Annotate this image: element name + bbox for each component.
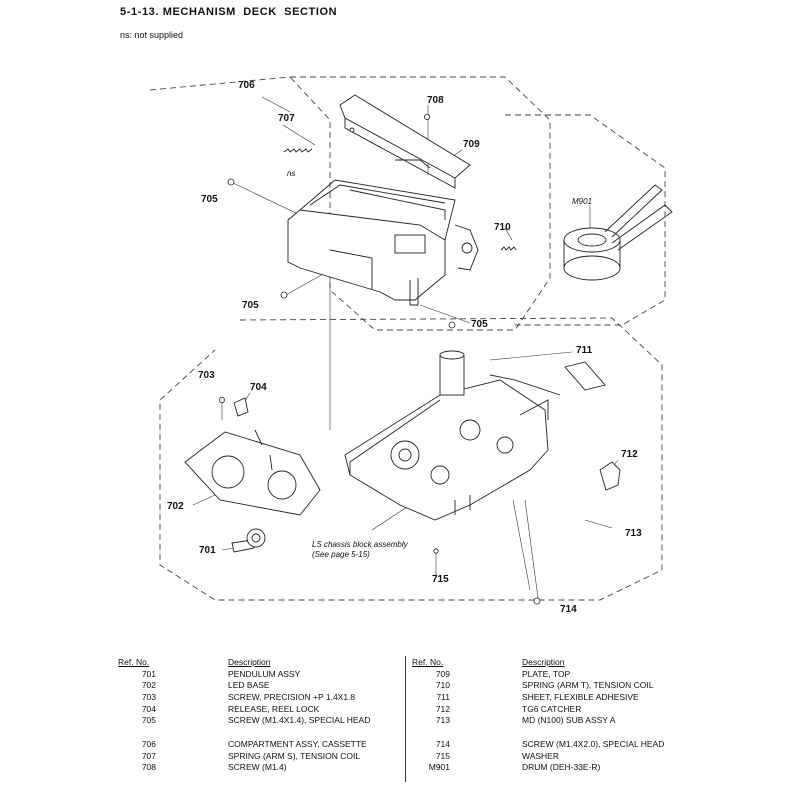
callout-708: 708 [427, 95, 444, 106]
part-ref: M901 [428, 762, 450, 773]
part-ref: 705 [141, 715, 156, 726]
callout-706: 706 [238, 80, 255, 91]
part-ref: 703 [141, 692, 156, 703]
part-desc: WASHER [522, 750, 559, 761]
part-ref: 701 [141, 668, 156, 679]
callout-714: 714 [560, 604, 577, 615]
left-group-outline [149, 76, 291, 91]
exploded-diagram: 706 707 708 709 705 ns 710 M901 705 705 … [149, 76, 673, 615]
top-plate [339, 94, 471, 189]
callout-m901: M901 [572, 197, 592, 206]
callout-ns: ns [287, 169, 295, 178]
part-ref: 715 [435, 750, 450, 761]
pendulum-701 [231, 528, 266, 553]
part-ref: 706 [141, 738, 156, 749]
led-base [184, 429, 321, 516]
description-header: Description [522, 657, 565, 667]
ls-chassis-label-line1: LS chassis block assembly [312, 540, 409, 549]
callout-711: 711 [576, 345, 593, 356]
part-desc: SCREW, PRECISION +P 1.4X1.8 [228, 692, 356, 703]
part-desc: TG6 CATCHER [522, 703, 582, 714]
reel-lock-704 [233, 397, 249, 417]
part-desc: COMPARTMENT ASSY, CASSETTE [228, 738, 367, 749]
part-ref: 702 [141, 680, 156, 691]
callout-703: 703 [198, 370, 215, 381]
ref-no-header: Ref. No. [412, 657, 444, 667]
part-desc: SHEET, FLEXIBLE ADHESIVE [522, 692, 639, 703]
callout-713: 713 [625, 528, 642, 539]
callout-701: 701 [199, 545, 216, 556]
screws [218, 114, 541, 605]
cassette-group-outline [288, 76, 551, 331]
catcher-712 [599, 461, 621, 491]
spring-710 [500, 246, 517, 251]
table-divider [405, 656, 406, 782]
callout-705-c: 705 [471, 319, 488, 330]
part-desc: LED BASE [228, 680, 270, 691]
ref-no-header: Ref. No. [118, 657, 150, 667]
callout-704: 704 [250, 382, 267, 393]
part-ref: 712 [435, 703, 450, 714]
sheet-711 [564, 361, 606, 391]
spring-707 [283, 148, 313, 153]
ls-chassis [344, 350, 561, 521]
part-desc: MD (N100) SUB ASSY A [522, 715, 616, 726]
part-desc: SCREW (M1.4X1.4), SPECIAL HEAD [228, 715, 371, 726]
drum-m901 [563, 184, 673, 281]
part-ref: 711 [436, 692, 450, 703]
callout-705-a: 705 [201, 194, 218, 205]
part-desc: PENDULUM ASSY [228, 668, 301, 679]
part-desc: SPRING (ARM S), TENSION COIL [228, 750, 361, 761]
part-desc: SPRING (ARM T), TENSION COIL [522, 680, 654, 691]
drum-group-outline [505, 114, 666, 326]
description-header: Description [228, 657, 271, 667]
part-ref: 713 [435, 715, 450, 726]
callout-707: 707 [278, 113, 295, 124]
part-desc: SCREW (M1.4X2.0), SPECIAL HEAD [522, 738, 665, 749]
callout-715: 715 [432, 574, 449, 585]
main-group-outline [159, 317, 663, 601]
callout-710: 710 [494, 222, 511, 233]
part-ref: 708 [141, 762, 156, 773]
not-supplied-note: ns: not supplied [120, 30, 184, 40]
part-ref: 710 [435, 680, 450, 691]
parts-table-left: Ref. No. Description 701 PENDULUM ASSY 70… [118, 657, 370, 774]
parts-table-right: Ref. No. Description 709 PLATE, TOP 710 SP… [412, 657, 664, 774]
part-desc: PLATE, TOP [522, 668, 571, 679]
callout-702: 702 [167, 501, 184, 512]
part-ref: 707 [141, 750, 156, 761]
part-desc: DRUM (DEH-33E-R) [522, 762, 601, 773]
part-desc: SCREW (M1.4) [228, 762, 287, 773]
page-title: 5-1-13. MECHANISM DECK SECTION [120, 6, 338, 18]
callout-709: 709 [463, 139, 480, 150]
part-desc: RELEASE, REEL LOCK [228, 703, 320, 714]
part-ref: 704 [141, 703, 156, 714]
ls-chassis-label-line2: (See page 5-15) [312, 550, 370, 559]
callout-712: 712 [621, 449, 638, 460]
cassette-compartment [287, 179, 479, 306]
part-ref: 714 [435, 738, 450, 749]
callout-705-b: 705 [242, 300, 259, 311]
part-ref: 709 [435, 668, 450, 679]
